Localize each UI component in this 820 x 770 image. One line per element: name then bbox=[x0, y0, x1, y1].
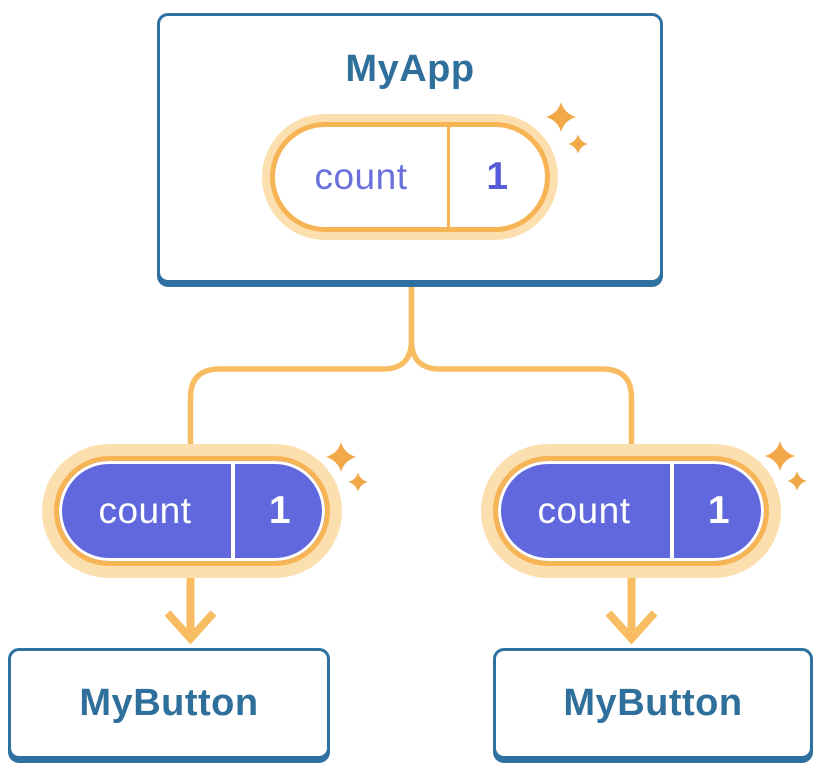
arrow-right-head-icon bbox=[605, 610, 658, 645]
state-pill-glow: count 1 bbox=[42, 444, 342, 578]
state-pill-value-section: 1 bbox=[235, 461, 325, 561]
state-pill-divider bbox=[447, 127, 450, 227]
component-title: MyButton bbox=[79, 682, 259, 724]
state-name: count bbox=[314, 156, 408, 197]
state-pill-right-child: count 1 bbox=[493, 456, 769, 566]
component-title: MyApp bbox=[345, 48, 475, 90]
state-pill-glow: count 1 bbox=[481, 444, 781, 578]
state-pill-left-child: count 1 bbox=[54, 456, 330, 566]
state-pill-divider bbox=[670, 461, 674, 561]
state-name: count bbox=[537, 490, 631, 531]
component-title: MyButton bbox=[563, 682, 743, 724]
state-value: 1 bbox=[707, 489, 731, 532]
arrow-left-head-icon bbox=[164, 610, 217, 645]
state-pill-value-section: 1 bbox=[450, 127, 545, 227]
state-pill-value-section: 1 bbox=[674, 461, 764, 561]
state-value: 1 bbox=[486, 155, 509, 198]
sparkle-icon bbox=[348, 472, 368, 492]
sparkle-icon bbox=[765, 441, 795, 471]
component-card-mybutton-left: MyButton bbox=[8, 648, 330, 759]
state-pill-glow: count 1 bbox=[262, 114, 558, 240]
component-card-myapp: MyApp count 1 bbox=[157, 13, 663, 283]
sparkle-icon bbox=[326, 442, 356, 472]
state-pill-label-section: count bbox=[275, 127, 447, 227]
state-name: count bbox=[98, 490, 192, 531]
sparkle-icon bbox=[787, 471, 807, 491]
state-value: 1 bbox=[268, 489, 292, 532]
state-pill-label-section: count bbox=[59, 461, 231, 561]
component-card-mybutton-right: MyButton bbox=[493, 648, 813, 759]
state-pill-label-section: count bbox=[498, 461, 670, 561]
state-pill-myapp: count 1 bbox=[270, 122, 550, 232]
